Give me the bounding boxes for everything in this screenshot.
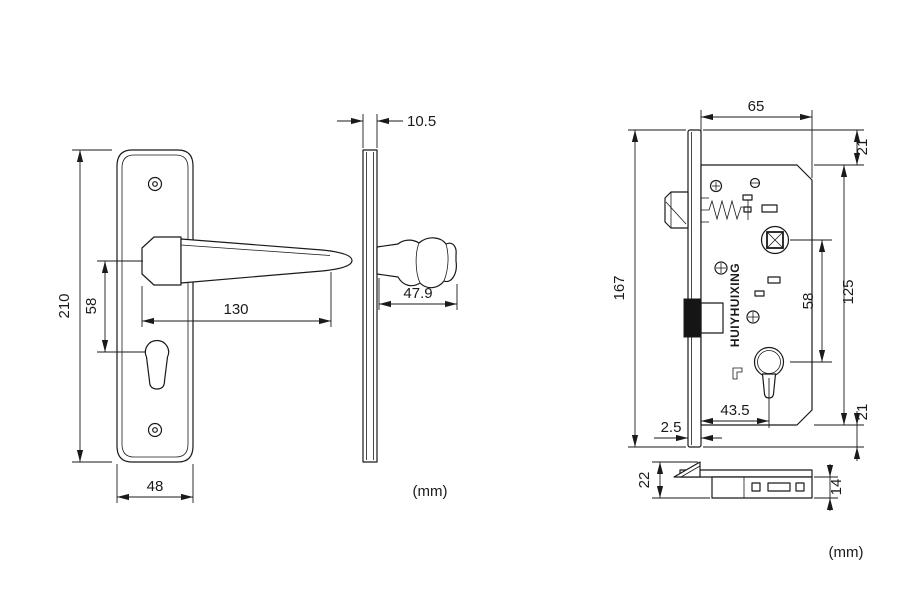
handle-profile (376, 237, 457, 289)
lock-bottom-view: 22 14 (636, 461, 845, 511)
slot-hole-1 (742, 194, 753, 201)
dim-label-43.5: 43.5 (720, 402, 749, 419)
deadbolt (683, 298, 702, 338)
handle-lever (180, 238, 353, 284)
dim-handle-depth-47.9: 47.9 (378, 278, 458, 310)
lock-body (700, 164, 813, 426)
bottom-slot-1 (751, 482, 761, 492)
latch-shade-line (665, 201, 687, 225)
screw-bottom-icon (147, 422, 163, 438)
lock-front-view: HUIYHUIXING 65 21 167 125 (611, 98, 871, 461)
dim-label-167: 167 (611, 275, 628, 300)
faceplate (687, 129, 702, 448)
dim-body-height-125: 125 (814, 165, 864, 426)
screw-top-icon (147, 176, 163, 192)
dim-body-thickness-14: 14 (814, 464, 845, 511)
dim-label-48: 48 (147, 478, 164, 495)
spindle-diagonal-2 (766, 231, 784, 249)
dim-cylinder-offset-43.5: 43.5 (701, 378, 770, 428)
dim-label-10.5: 10.5 (407, 113, 436, 130)
slot-hole-2 (743, 206, 752, 213)
dim-top-offset-21: 21 (703, 129, 871, 166)
latch-wedge (673, 461, 701, 478)
dim-faceplate-height-167: 167 (611, 129, 686, 448)
dim-axis-gap-58: 58 (83, 260, 146, 353)
dim-plate-width-48: 48 (116, 464, 194, 503)
lock-body-bottom (711, 476, 813, 499)
dim-faceplate-width-22: 22 (636, 461, 710, 499)
dim-label-65: 65 (748, 98, 765, 115)
dim-label-47.9: 47.9 (403, 285, 432, 302)
brand-stamp: HUIYHUIXING (728, 263, 742, 347)
logo-stamp (732, 367, 743, 380)
screw-d-icon (746, 310, 760, 324)
bottom-slot-3 (795, 482, 805, 492)
dim-label-2.5: 2.5 (661, 419, 682, 436)
handle-profile-crease-1 (443, 243, 449, 282)
backplate-edge (362, 149, 378, 463)
units-label-lock: (mm) (829, 544, 864, 561)
latch-wedge-line (680, 465, 701, 478)
screw-b-icon (749, 177, 761, 189)
dim-height-210: 210 (56, 149, 112, 463)
dim-label-58: 58 (83, 298, 100, 315)
latch-spring (701, 199, 747, 221)
handle-profile-crease-2 (415, 242, 421, 284)
handle-front-view: 210 58 130 48 (56, 149, 353, 503)
cylinder-keyhole (144, 339, 170, 390)
dim-faceplate-thickness-2.5: 2.5 (654, 419, 722, 442)
screw-a-icon (709, 179, 723, 193)
spindle-follower-ring (760, 225, 790, 255)
screw-top-center-icon (152, 181, 158, 187)
units-label-side: (mm) (413, 483, 448, 500)
deadbolt-tail (700, 302, 724, 334)
dim-handle-length-130: 130 (141, 272, 332, 327)
bottom-slot-2 (767, 482, 791, 492)
backplate-outline (116, 149, 194, 463)
screw-bottom-center-icon (152, 427, 158, 433)
slot-hole-4 (767, 276, 781, 284)
dim-label-125: 125 (840, 279, 857, 304)
slot-hole-3 (761, 204, 778, 213)
handle-base (141, 236, 182, 286)
dim-label-top-21: 21 (854, 139, 871, 156)
dim-label-22: 22 (636, 472, 653, 489)
handle-lever-crease (180, 244, 331, 256)
dim-label-130: 130 (223, 301, 248, 318)
handle-side-view: 10.5 47.9 (mm) (337, 113, 458, 500)
backplate-inner-outline (121, 154, 189, 458)
dim-lock-axis-gap-58: 58 (790, 239, 832, 363)
dim-plate-thickness-10.5: 10.5 (337, 113, 436, 148)
dim-label-bottom-21: 21 (854, 404, 871, 421)
dim-bottom-offset-21: 21 (703, 404, 871, 461)
dim-label-14: 14 (828, 479, 845, 496)
dim-body-width-65: 65 (700, 98, 813, 178)
slot-hole-5 (754, 290, 765, 297)
dim-label-lock-58: 58 (800, 293, 817, 310)
screw-c-icon (714, 261, 728, 275)
dim-label-210: 210 (56, 293, 73, 318)
